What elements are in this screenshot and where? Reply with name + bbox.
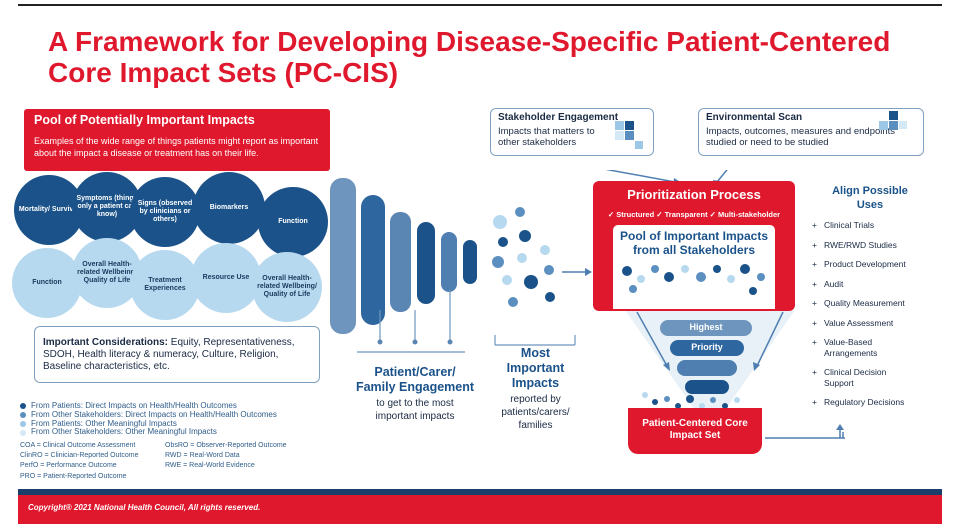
title-line-2: Core Impact Sets (PC-CIS): [48, 57, 399, 88]
envscan-box: Environmental Scan Impacts, outcomes, me…: [698, 108, 924, 156]
legend-item: From Patients: Direct Impacts on Health/…: [20, 401, 277, 411]
funnel-bar-4: [417, 222, 435, 304]
envscan-text: Impacts, outcomes, measures and endpoint…: [706, 125, 896, 149]
stakeholder-heading: Stakeholder Engagement: [498, 112, 619, 123]
funnel-bar-2: [361, 195, 385, 325]
considerations-text: Equity, Representativeness, SDOH, Health…: [43, 337, 295, 372]
considerations-label: Important Considerations:: [43, 337, 169, 348]
stakeholder-box: Stakeholder Engagement Impacts that matt…: [490, 108, 654, 156]
envscan-heading: Environmental Scan: [706, 112, 803, 123]
funnel-bar-6: [463, 240, 477, 284]
pool-important-heading: Pool of Important Impacts from all Stake…: [619, 229, 768, 257]
page-title: A Framework for Developing Disease-Speci…: [48, 26, 928, 88]
uses-list: +Clinical Trials +RWE/RWD Studies +Produ…: [812, 220, 952, 408]
circle-resource: Resource Use: [191, 243, 261, 313]
funnel-bar-5: [441, 232, 457, 292]
return-arrow-head: [836, 424, 844, 438]
copyright-text: Copyright® 2021 National Health Council,…: [28, 503, 261, 512]
legend-dot: [20, 412, 26, 419]
list-item: +Value-Based Arrangements: [812, 337, 878, 358]
most-important-block: Most Important Impacts reported by patie…: [493, 346, 578, 432]
legend-dot: [20, 403, 26, 410]
legend-dot: [20, 429, 26, 436]
list-item: +Regulatory Decisions: [812, 397, 905, 407]
legend-dot: [20, 420, 26, 427]
funnel-priority-label: Priority: [691, 342, 723, 352]
prioritization-heading: Prioritization Process: [627, 187, 761, 202]
list-item: +Audit: [812, 278, 844, 289]
list-item: +Clinical Trials: [812, 220, 875, 230]
funnel-highest-label: Highest: [689, 322, 723, 332]
prioritization-tags: ✓ Structured ✓ Transparent ✓ Multi-stake…: [607, 210, 781, 219]
list-item: +Value Assessment: [812, 317, 894, 328]
prioritization-box: Prioritization Process ✓ Structured ✓ Tr…: [593, 181, 795, 311]
squares-icon: [615, 121, 643, 149]
list-item: +Clinical Decision Support: [812, 367, 887, 388]
pool-text: Examples of the wide range of things pat…: [34, 136, 319, 158]
circle-treatment: Treatment Experiences: [130, 250, 200, 320]
engagement-sub: to get to the most important impacts: [375, 398, 455, 422]
core-impact-set: Patient-Centered Core Impact Set: [628, 408, 762, 454]
legend-item: From Patients: Other Meaningful Impacts: [20, 419, 277, 429]
legend-item: From Other Stakeholders: Other Meaningfu…: [20, 428, 277, 437]
most-important-sub: reported by patients/carers/ families: [501, 394, 570, 431]
engagement-block: Patient/Carer/ Family Engagement to get …: [355, 365, 475, 423]
list-item: +RWE/RWD Studies: [812, 239, 897, 250]
engagement-heading: Patient/Carer/ Family Engagement: [355, 365, 475, 394]
pool-dots: [622, 264, 765, 295]
abbreviations-left: COA = Clinical Outcome Assessment ClinRO…: [20, 442, 139, 480]
footer: Copyright® 2021 National Health Council,…: [18, 489, 942, 524]
pool-box: Pool of Potentially Important Impacts Ex…: [24, 109, 330, 171]
pool-important-box: Pool of Important Impacts from all Stake…: [613, 225, 775, 309]
circle-wellbeing-1: Overall Health-related Wellbeing/ Qualit…: [72, 238, 142, 308]
considerations-box: Important Considerations: Equity, Repres…: [34, 326, 320, 383]
title-line-1: A Framework for Developing Disease-Speci…: [48, 26, 891, 57]
top-rule: [18, 4, 942, 6]
align-heading: Align Possible Uses: [832, 185, 908, 211]
stakeholder-text: Impacts that matters to other stakeholde…: [498, 125, 595, 149]
funnel-bar-3: [390, 212, 411, 312]
circle-biomarkers: Biomarkers: [193, 172, 265, 244]
list-item: +Quality Measurement: [812, 298, 905, 308]
list-item: +Product Development: [812, 259, 906, 269]
circle-signs: Signs (observed by clinicians or others): [130, 177, 200, 247]
squares-icon: [879, 111, 907, 130]
funnel-bar-1: [330, 178, 356, 334]
pool-heading: Pool of Potentially Important Impacts: [34, 113, 255, 127]
circle-function-light: Function: [12, 248, 82, 318]
abbreviations-right: ObsRO = Observer-Reported Outcome RWD = …: [165, 442, 287, 470]
most-important-heading: Most Important Impacts: [506, 346, 565, 390]
legend-item: From Other Stakeholders: Direct Impacts …: [20, 410, 277, 420]
legend: From Patients: Direct Impacts on Health/…: [20, 401, 277, 437]
circle-function-dark: Function: [258, 187, 328, 257]
circle-wellbeing-2: Overall Health-related Wellbeing/ Qualit…: [252, 252, 322, 322]
flow-graphics: [330, 170, 845, 439]
